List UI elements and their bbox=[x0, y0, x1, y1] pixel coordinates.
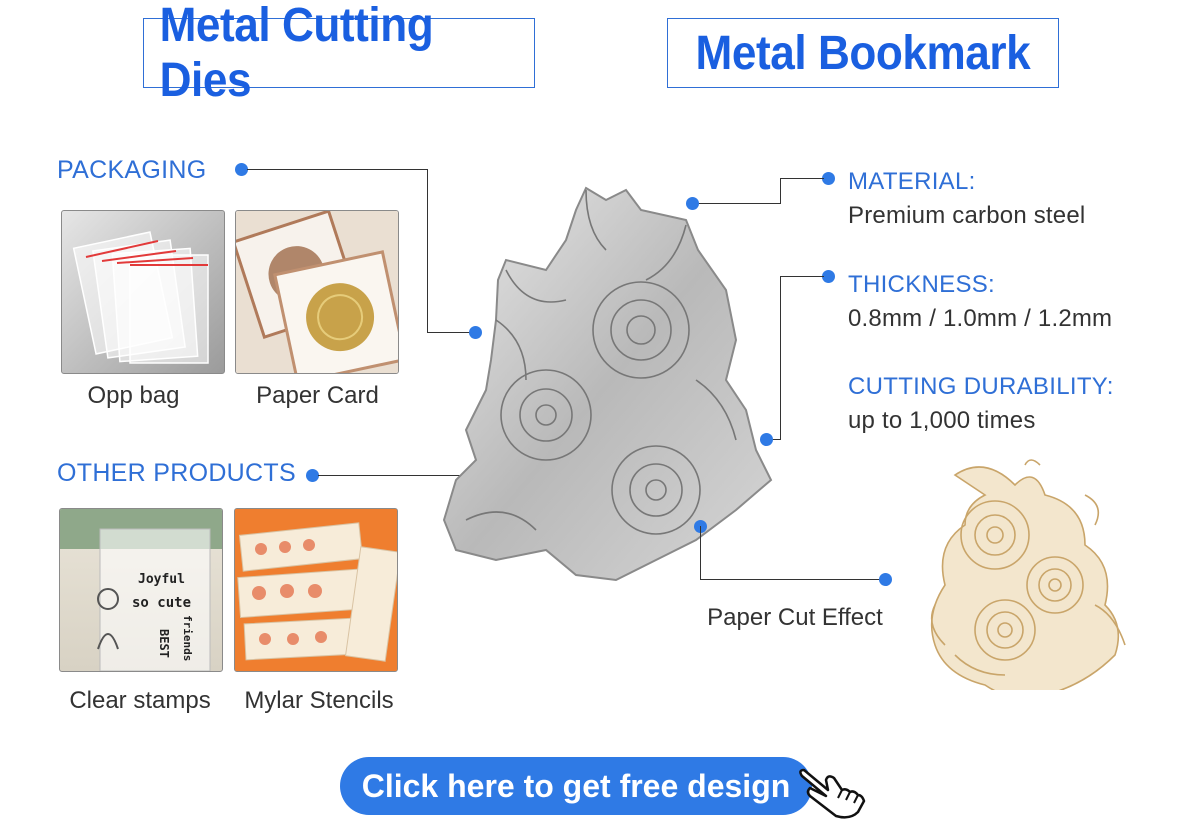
thickness-target-dot bbox=[760, 433, 773, 446]
packaging-target-dot bbox=[469, 326, 482, 339]
pointing-hand-icon bbox=[799, 768, 866, 819]
thickness-connector-h2 bbox=[766, 439, 781, 440]
other-products-label: OTHER PRODUCTS bbox=[57, 459, 296, 487]
stamp-word-so-cute: so cute bbox=[132, 595, 191, 611]
other-products-connector bbox=[318, 475, 484, 476]
opp-bag-caption: Opp bag bbox=[87, 382, 180, 409]
opp-bag-image bbox=[61, 210, 225, 374]
opp-bag-illustration bbox=[72, 231, 209, 364]
durability-label: CUTTING DURABILITY: bbox=[848, 373, 1114, 400]
paper-card-illustration bbox=[236, 211, 398, 373]
paper-cut-effect-caption: Paper Cut Effect bbox=[707, 604, 883, 631]
stamp-word-joyful: Joyful bbox=[138, 572, 185, 587]
packaging-connector-h2 bbox=[427, 332, 475, 333]
material-value: Premium carbon steel bbox=[848, 202, 1086, 229]
other-products-dot bbox=[306, 469, 319, 482]
stamp-word-best: BEST bbox=[157, 629, 171, 658]
get-free-design-button[interactable]: Click here to get free design bbox=[340, 757, 812, 815]
thickness-connector-h bbox=[780, 276, 824, 277]
clear-stamps-illustration: Joyful so cute BEST friends bbox=[60, 509, 222, 671]
material-target-dot bbox=[686, 197, 699, 210]
gold-paper-rose-image bbox=[930, 459, 1126, 690]
thickness-value: 0.8mm / 1.0mm / 1.2mm bbox=[848, 305, 1113, 332]
clear-stamps-caption: Clear stamps bbox=[69, 687, 211, 714]
material-connector-h1 bbox=[780, 178, 824, 179]
metal-bookmark-title-text: Metal Bookmark bbox=[695, 26, 1031, 80]
thickness-dot bbox=[822, 270, 835, 283]
material-dot bbox=[822, 172, 835, 185]
clear-stamps-image: Joyful so cute BEST friends bbox=[59, 508, 223, 672]
material-label: MATERIAL: bbox=[848, 168, 976, 195]
rose-cutting-die-image bbox=[442, 186, 773, 582]
effect-connector-h bbox=[700, 579, 882, 580]
packaging-connector-v bbox=[427, 169, 428, 332]
mylar-stencils-image bbox=[234, 508, 398, 672]
get-free-design-label: Click here to get free design bbox=[361, 767, 791, 804]
packaging-label: PACKAGING bbox=[57, 156, 207, 184]
thickness-connector-v bbox=[780, 276, 781, 439]
effect-connector-v bbox=[700, 526, 701, 579]
material-connector-v bbox=[780, 178, 781, 203]
packaging-dot bbox=[235, 163, 248, 176]
metal-bookmark-title: Metal Bookmark bbox=[667, 18, 1059, 88]
mylar-stencils-caption: Mylar Stencils bbox=[244, 687, 394, 714]
packaging-connector-h1 bbox=[247, 169, 427, 170]
metal-cutting-dies-title-text: Metal Cutting Dies bbox=[159, 0, 434, 107]
mylar-stencils-illustration bbox=[235, 509, 397, 671]
effect-dot bbox=[879, 573, 892, 586]
durability-value: up to 1,000 times bbox=[848, 407, 1036, 434]
metal-cutting-dies-title: Metal Cutting Dies bbox=[143, 0, 535, 107]
thickness-label: THICKNESS: bbox=[848, 271, 996, 298]
paper-card-caption: Paper Card bbox=[256, 382, 379, 409]
stamp-word-friends: friends bbox=[181, 615, 194, 661]
material-connector-h2 bbox=[694, 203, 781, 204]
paper-card-image bbox=[235, 210, 399, 374]
